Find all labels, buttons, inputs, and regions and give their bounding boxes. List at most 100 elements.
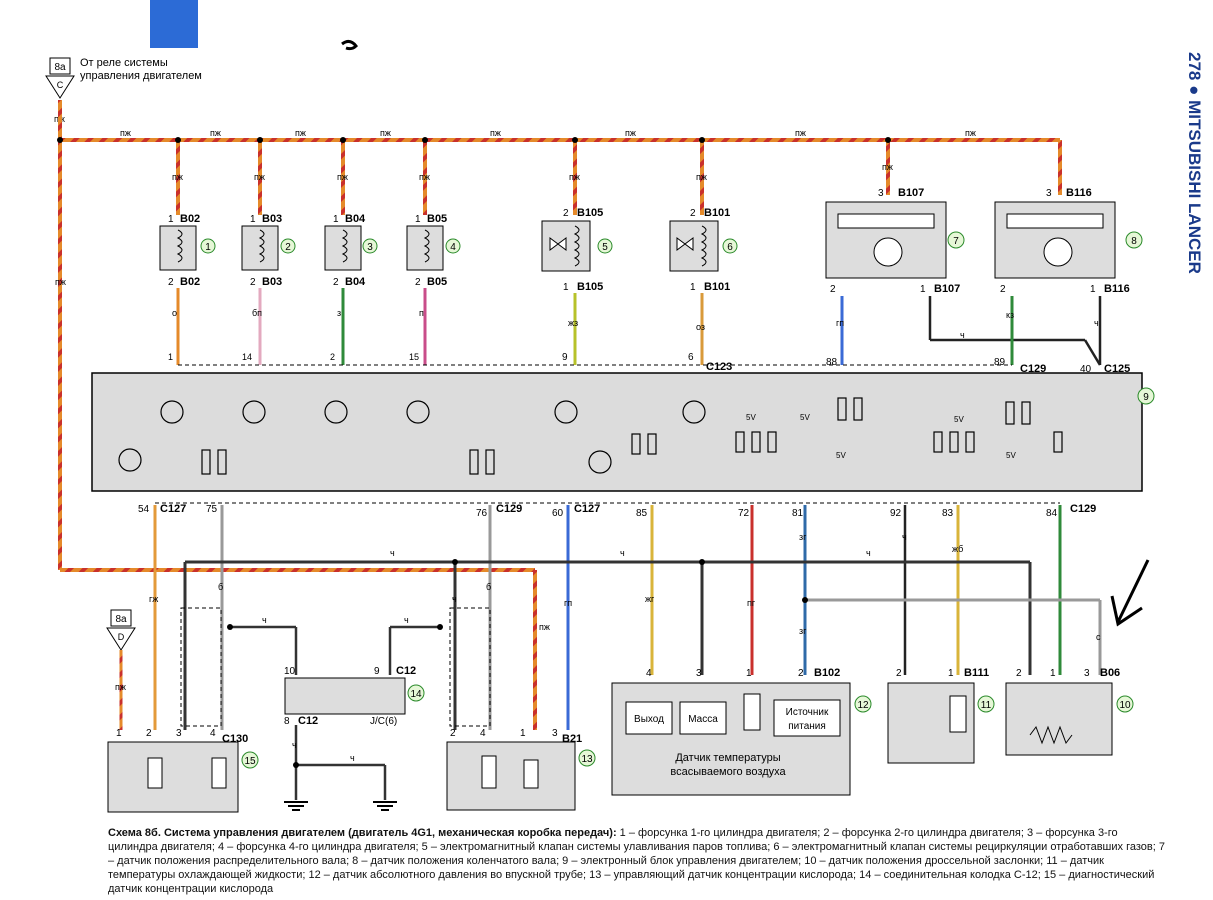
injector-4: B05 1 B05 2 4 [406, 213, 461, 288]
svg-text:2: 2 [563, 208, 569, 219]
connector-c129: C129 [496, 503, 522, 515]
brand-name: MITSUBISHI LANCER [1185, 100, 1204, 274]
wire-code: пж [295, 128, 306, 138]
wire-code: пж [569, 172, 580, 182]
wire-code: пж [210, 128, 221, 138]
svg-text:B105: B105 [577, 207, 603, 219]
ecu-pin: 15 [409, 352, 419, 362]
svg-text:C12: C12 [396, 665, 416, 677]
svg-text:B06: B06 [1100, 667, 1120, 679]
ecu-pin: 76 [476, 508, 488, 519]
crankshaft-sensor: 3 B116 8 2 1 B116 [994, 187, 1143, 295]
wire-code: гж [149, 594, 158, 604]
svg-text:5V: 5V [954, 415, 964, 424]
map-power-label: питания [788, 721, 826, 732]
map-caption: Датчик температуры [675, 752, 780, 764]
svg-text:5V: 5V [746, 413, 756, 422]
pointer-arrow-mark [1110, 559, 1150, 627]
svg-text:B02: B02 [180, 276, 200, 288]
page-header-vertical: 278 ● MITSUBISHI LANCER [1185, 52, 1204, 274]
svg-text:2: 2 [333, 277, 339, 288]
svg-text:10: 10 [284, 666, 296, 677]
svg-text:3: 3 [696, 668, 702, 679]
svg-text:3: 3 [367, 242, 373, 253]
map-caption: всасываемого воздуха [670, 766, 786, 778]
svg-text:D: D [118, 632, 125, 642]
ecu-pin: 89 [994, 357, 1006, 368]
source-note-line2: управления двигателем [80, 70, 202, 82]
svg-text:10: 10 [1119, 700, 1131, 711]
svg-text:B03: B03 [262, 213, 282, 225]
svg-text:B107: B107 [898, 187, 924, 199]
svg-text:15: 15 [244, 756, 256, 767]
svg-text:B102: B102 [814, 667, 840, 679]
svg-text:1: 1 [948, 668, 954, 679]
svg-text:1: 1 [205, 242, 211, 253]
svg-text:2: 2 [415, 277, 421, 288]
map-sensor: 4 3 1 2 B102 Выход Масса Источник питани… [611, 667, 872, 796]
wire-code: жз [568, 318, 578, 328]
wire-code: жг [645, 594, 655, 604]
svg-text:1: 1 [1050, 668, 1056, 679]
svg-text:пж: пж [115, 682, 126, 692]
wire-code: ч [390, 548, 395, 558]
ground-symbol [284, 801, 397, 811]
svg-text:1: 1 [690, 282, 696, 293]
wire-code: б [486, 582, 491, 592]
wire-code: п [419, 308, 424, 318]
wire-code: ч [620, 548, 625, 558]
svg-text:11: 11 [981, 700, 992, 711]
svg-text:5V: 5V [800, 413, 810, 422]
wire-code: ч [350, 753, 355, 763]
wire-code: кз [1006, 310, 1014, 320]
map-power-label: Источник [786, 707, 829, 718]
svg-text:5V: 5V [836, 451, 846, 460]
diagnostic-o2-sensor: 1 2 3 4 C130 15 [107, 728, 259, 813]
throttle-position-sensor: 2 1 3 B06 10 [1005, 667, 1134, 756]
svg-text:1: 1 [920, 284, 926, 295]
wire-code: пж [337, 172, 348, 182]
svg-text:1: 1 [116, 728, 122, 739]
camshaft-sensor: 3 B107 7 2 1 B107 [825, 187, 965, 295]
wire-code: о [172, 308, 177, 318]
svg-text:C130: C130 [222, 733, 248, 745]
ink-mark [341, 39, 358, 51]
svg-text:1: 1 [746, 668, 752, 679]
svg-text:2: 2 [146, 728, 152, 739]
wire-code: ч [262, 615, 267, 625]
ecu-pin: 85 [636, 508, 648, 519]
svg-text:B03: B03 [262, 276, 282, 288]
wire-code: пж [419, 172, 430, 182]
wire-code: пж [490, 128, 501, 138]
wire-code: пж [539, 622, 550, 632]
connector-c123: C123 [706, 361, 732, 373]
svg-text:4: 4 [210, 728, 216, 739]
wire-code: с [1096, 632, 1101, 642]
wire-code: пг [747, 598, 756, 608]
ecu-pin: 75 [206, 504, 218, 515]
ecu-block: 9 5V 5V 5V 5V 5V [91, 372, 1155, 492]
svg-text:2: 2 [1016, 668, 1022, 679]
ecu-pin: 1 [168, 352, 173, 362]
ecu-pin: 6 [688, 352, 694, 363]
svg-text:2: 2 [285, 242, 291, 253]
connector-c129: C129 [1020, 363, 1046, 375]
ground-tag: 8a D пж [106, 609, 136, 730]
map-mass-label: Масса [688, 714, 718, 725]
ecu-pin: 14 [242, 352, 252, 362]
power-bus [57, 100, 1062, 730]
coolant-temp-sensor: 2 1 B111 11 [887, 667, 995, 764]
svg-text:B101: B101 [704, 281, 730, 293]
wire-code: гп [564, 598, 572, 608]
wire-code: пж [172, 172, 183, 182]
wire-code: ч [1094, 318, 1099, 328]
wire-code: пж [120, 128, 131, 138]
svg-text:4: 4 [480, 728, 486, 739]
wire-code: пж [696, 172, 707, 182]
ecu-pin: 9 [562, 352, 568, 363]
connector-c127: C127 [574, 503, 600, 515]
svg-text:14: 14 [410, 689, 422, 700]
svg-text:8a: 8a [54, 62, 66, 73]
wire-code: гп [836, 318, 844, 328]
